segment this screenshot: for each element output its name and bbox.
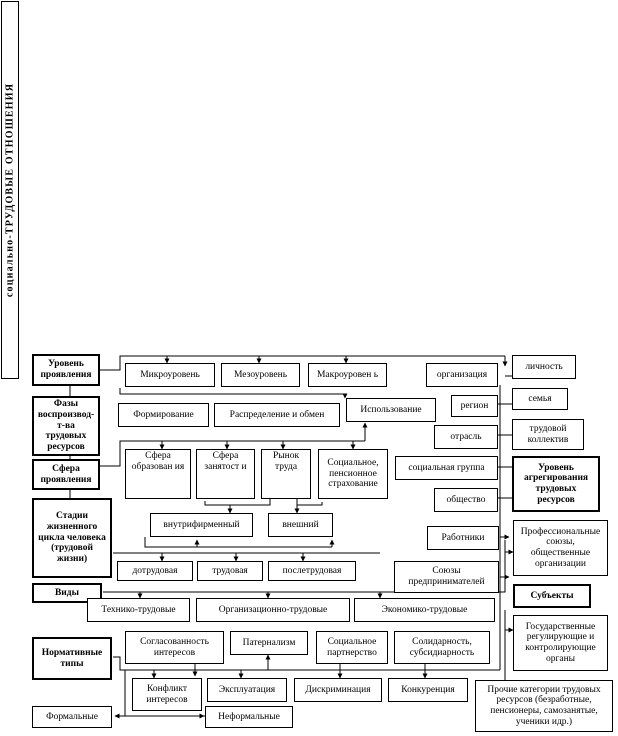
subj-government: Государственные регулирующие и контролир… [513,615,608,671]
sphere-market: Рынок труда [261,449,311,499]
sphere-external: внешний [268,513,333,537]
subj-title: Субъекты [513,584,591,608]
agg-title: Уровень агрегирования трудовых ресурсов [512,456,600,512]
norm-competition: Конкуренция [388,678,468,702]
sphere-internal: внутрифирменный [150,513,253,537]
sphere-education: Сфера образован ия [125,449,191,499]
main-title-vertical: социально-ТРУДОВЫЕ ОТНОШЕНИЯ [1,1,19,379]
agg-society: общество [434,488,498,512]
agg-social-group: социальная группа [395,456,498,480]
subj-others: Прочие категории трудовых ресурсов (безр… [475,680,613,732]
norm-partnership: Социальное партнерство [316,631,388,664]
kind-econ: Экономико-трудовые [354,598,495,622]
norm-paternalism: Патернализм [230,631,308,655]
level-macro: Макроуровен ь [308,363,387,387]
category-sphere: Сфера проявления [32,459,100,490]
stage-work: трудовая [197,561,263,581]
sphere-employment: Сфера занятост и [196,449,255,499]
phase-formation: Формирование [118,403,209,427]
main-title: социально-ТРУДОВЫЕ ОТНОШЕНИЯ [4,82,16,298]
norm-conflict: Конфликт интересов [132,678,202,711]
agg-organization: организация [426,363,498,387]
norm-informal: Неформальные [205,706,293,728]
agg-industry: отрасль [434,425,498,449]
norm-consistency: Согласованность интересов [125,631,224,664]
agg-family: семья [512,388,568,410]
category-lifecycle: Стадии жизненного цикла человека (трудов… [32,498,112,578]
kind-tech: Технико-трудовые [87,598,190,622]
phase-usage: Использование [346,398,436,422]
level-micro: Микроуровень [125,363,215,387]
subj-unions: Профессиональные союзы, общественные орг… [513,520,608,576]
stage-pre: дотрудовая [117,561,193,581]
agg-collective: трудовой коллектив [512,419,584,450]
category-normative: Нормативные типы [32,637,112,680]
kind-org: Организационно-трудовые [196,598,350,622]
phase-distribution: Распределение и обмен [214,403,340,427]
norm-formal: Формальные [32,706,112,728]
norm-discrimination: Дискриминация [294,678,382,702]
stage-post: послетрудовая [268,561,356,581]
norm-solidarity: Солидарность, субсидиарность [394,631,490,664]
category-phases: Фазы воспроизвод-т-ва трудовых ресурсов [32,396,100,456]
level-meso: Мезоуровень [221,363,300,387]
category-kinds: Виды [32,583,102,603]
sphere-social: Социальное, пенсионное страхование [318,449,388,499]
agg-region: регион [451,395,498,417]
subj-employers: Союзы предпринимателей [394,561,499,593]
norm-exploitation: Эксплуатация [207,678,287,702]
subj-workers: Работники [427,526,499,550]
category-level: Уровень проявления [32,354,100,386]
agg-person: личность [512,355,576,379]
